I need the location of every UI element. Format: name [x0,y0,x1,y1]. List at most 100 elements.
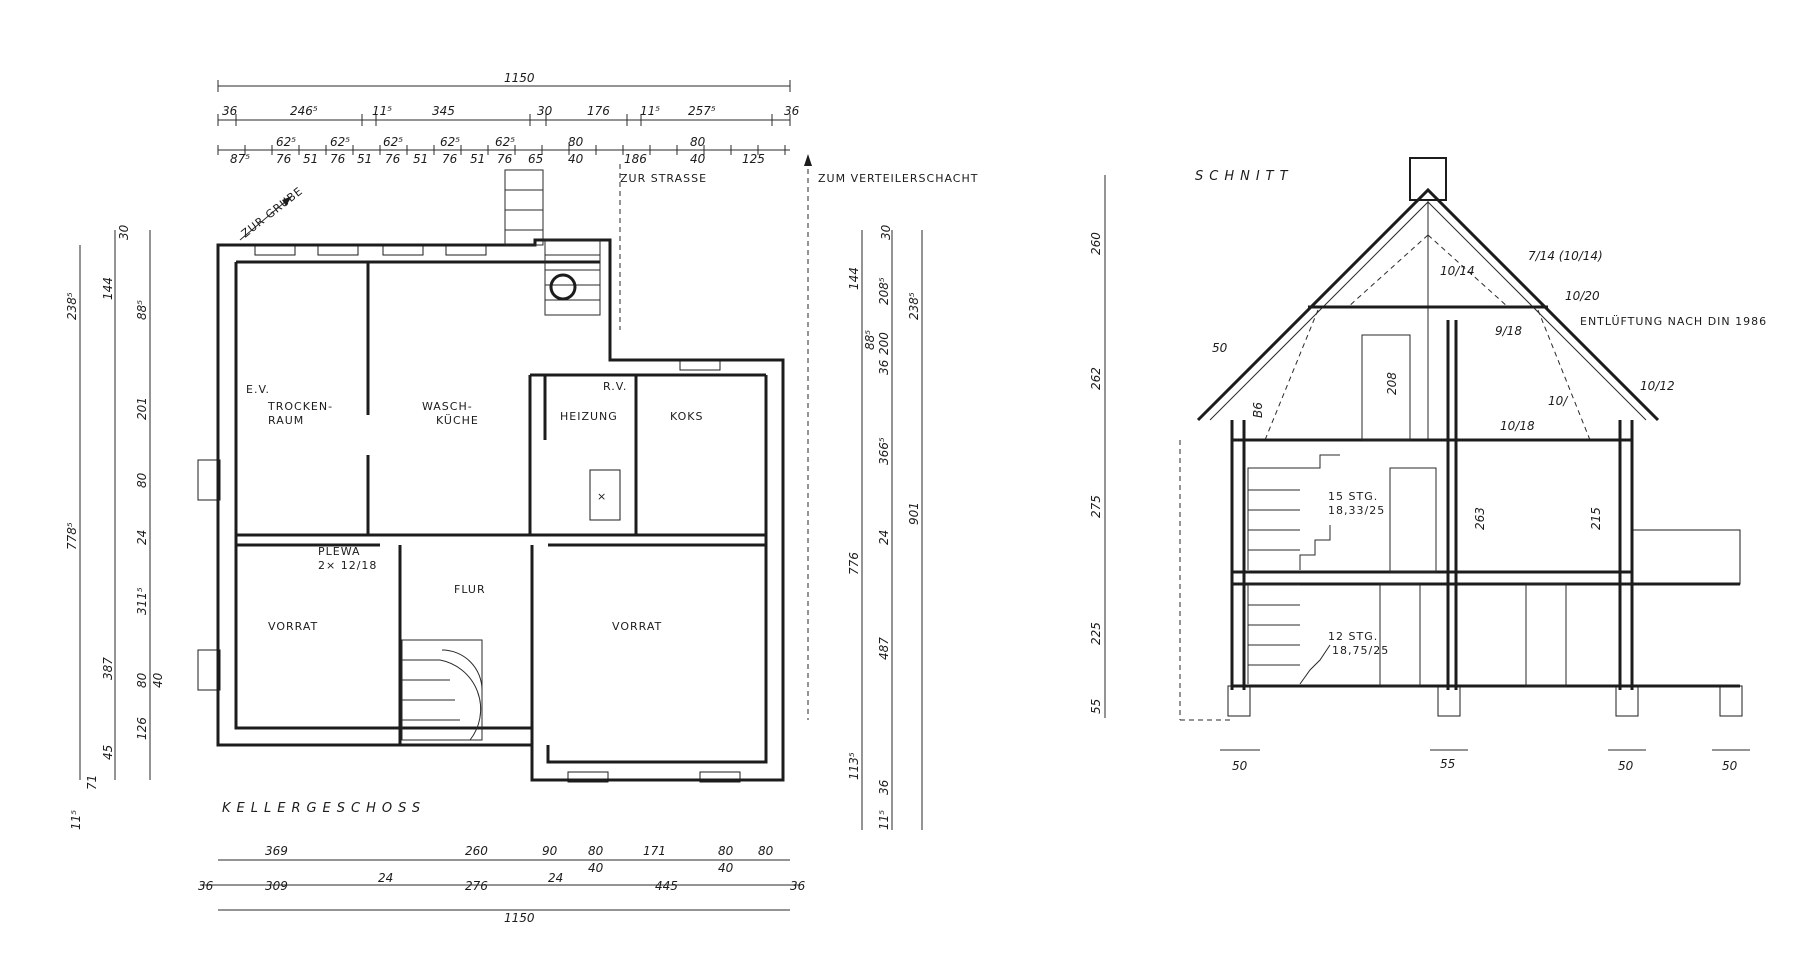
dim-top-r2-17: 40 [568,152,584,166]
note-stair-upper: 15 STG. [1328,490,1378,503]
note-stair-upper-size: 18,33/25 [1328,504,1385,517]
note-small2: 10/18 [1500,419,1535,433]
dim-top-r2-3: 51 [303,152,318,166]
dim-left-11: 40 [151,672,165,688]
dim-left-9: 387 [101,657,115,680]
note-b6: B6 [1251,402,1265,418]
dim-top-r1-6: 11⁵ [640,104,660,118]
dim-top-r2-13: 62⁵ [495,135,515,149]
section-dim-v-1: 262 [1089,367,1103,390]
room-raum: RAUM [268,414,304,427]
dim-right-3: 238⁵ [907,292,921,320]
dim-left-3: 201 [135,397,149,420]
dim-top-r2-8: 76 [385,152,401,166]
right-dimensions: 30 144 208⁵ 238⁵ 88⁵ 200 36 366⁵ 24 901 … [847,224,923,830]
note-h-door: 215 [1589,507,1603,530]
note-stair-lower: 12 STG. [1328,630,1378,643]
room-trocken: TROCKEN- [267,400,333,413]
room-plewa-size: 2× 12/18 [318,559,377,572]
room-koks: KOKS [670,410,703,423]
dim-top-r2-15: 65 [528,152,543,166]
room-flur: FLUR [454,583,486,596]
dim-bot-r2-2: 24 [378,871,393,885]
section-notes: 7/14 (10/14) 10/20 10/14 ENTLÜFTUNG NACH… [1212,249,1766,657]
section-stairs [1247,454,1340,685]
left-dimensions: 30 238⁵ 144 201 88⁵ 24 80 778⁵ 311⁵ 387 … [65,224,165,830]
dim-right-12: 113⁵ [847,752,861,780]
dim-left-6: 80 [135,472,149,488]
dim-right-0: 30 [879,224,893,240]
dim-right-7: 366⁵ [877,437,891,465]
section-dim-v-2: 275 [1089,495,1103,518]
dim-right-13: 36 [877,779,891,795]
dim-top-r2-7: 62⁵ [383,135,403,149]
dim-top-r2-19: 80 [690,135,706,149]
section-walls [1179,320,1743,721]
note-beam: 10/14 [1440,264,1475,278]
plan-heater-mark: × [597,490,607,503]
note-rafter: 7/14 (10/14) [1528,249,1603,263]
dim-left-15: 11⁵ [69,810,83,830]
dim-right-4: 88⁵ [863,330,877,350]
plan-heater [589,469,621,521]
dim-left-4: 88⁵ [135,300,149,320]
dim-top-total: 1150 [504,71,535,85]
section-dim-v-4: 55 [1089,699,1103,714]
plan-stair-lower [401,639,483,741]
note-w50: 50 [1212,341,1228,355]
dim-bot-r2-3: 276 [465,879,488,893]
dim-top-r2-14: 76 [497,152,513,166]
dim-right-6: 36 [877,359,891,375]
room-kueche: KÜCHE [436,414,479,427]
dim-bot-r1-6: 80 [718,844,734,858]
dim-left-10: 80 [135,672,149,688]
dim-left-1: 238⁵ [65,292,79,320]
room-heizung: HEIZUNG [560,410,618,423]
dim-top-r2-0: 87⁵ [230,152,250,166]
dim-bot-r1-4: 40 [588,861,604,875]
dim-top-r2-9: 51 [413,152,428,166]
dim-bot-r1-3: 80 [588,844,604,858]
section-bottom-dims: 50 55 50 50 [1220,749,1750,773]
dim-top-r1-2: 11⁵ [372,104,392,118]
dim-top-r2-5: 76 [330,152,346,166]
dim-bot-r1-7: 40 [718,861,734,875]
label-zum-verteilerschacht: ZUM VERTEILERSCHACHT [818,172,978,185]
note-stair-lower-size: 18,75/25 [1332,644,1389,657]
dim-bot-r1-1: 260 [465,844,488,858]
section-dim-b-2: 50 [1618,759,1634,773]
dim-bot-r2-5: 445 [655,879,678,893]
dim-bot-total: 1150 [504,911,535,925]
room-wasch: WASCH- [422,400,473,413]
dim-top-r2-2: 76 [276,152,292,166]
dim-top-r2-20: 40 [690,152,706,166]
section-vertical-dims: 260 262 275 225 55 [1089,175,1106,718]
dim-bot-r2-6: 36 [790,879,806,893]
dim-bot-r1-2: 90 [542,844,558,858]
dim-top-r1-7: 257⁵ [688,104,716,118]
dim-bot-r1-8: 80 [758,844,774,858]
dim-right-9: 901 [907,502,921,525]
section-dim-b-1: 55 [1440,757,1455,771]
dim-left-7: 778⁵ [65,522,79,550]
dim-top-r2-1: 62⁵ [276,135,296,149]
section-drawing: SCHNITT [1089,157,1766,773]
section-dim-b-3: 50 [1722,759,1738,773]
dim-right-10: 776 [847,552,861,575]
dim-bot-r2-1: 309 [265,879,288,893]
floor-plan: 1150 36 246⁵ 11⁵ 345 30 176 11⁵ 257⁵ 36 … [65,71,978,925]
dim-right-5: 200 [877,332,891,355]
room-vorrat-left: VORRAT [268,620,318,633]
section-title: SCHNITT [1195,169,1294,184]
plan-room-labels: TROCKEN- RAUM WASCH- KÜCHE HEIZUNG KOKS … [246,380,703,633]
bottom-dimensions: 369 260 90 80 40 171 80 40 80 36 309 24 … [198,844,806,925]
dim-top-r2-11: 76 [442,152,458,166]
dim-bot-r1-0: 369 [265,844,288,858]
room-vorrat-right: VORRAT [612,620,662,633]
dim-left-8: 311⁵ [135,587,149,615]
dim-bot-r1-5: 171 [643,844,666,858]
top-dimensions: 1150 36 246⁵ 11⁵ 345 30 176 11⁵ 257⁵ 36 … [217,71,800,166]
dim-right-8: 24 [877,530,891,545]
plan-walls [216,238,785,782]
note-small1: 10/ [1548,394,1569,408]
